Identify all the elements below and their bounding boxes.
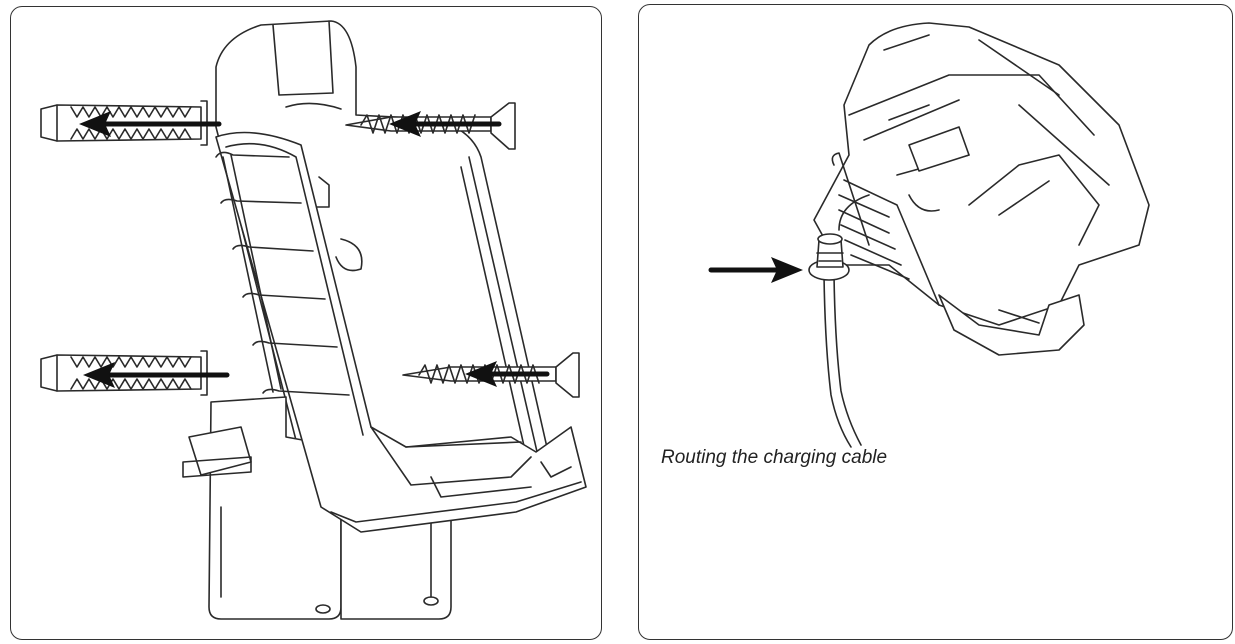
screw-bottom xyxy=(402,352,580,398)
wall-mounting-figure xyxy=(10,6,602,640)
arrow-cable-grommet xyxy=(708,257,803,283)
arrow-plug-bottom xyxy=(83,362,230,388)
holder-cradle-rails xyxy=(831,152,1085,356)
cable-routing-figure: Routing the charging cable xyxy=(638,4,1233,640)
charging-cable xyxy=(823,274,862,448)
arrow-screw-top xyxy=(389,111,502,137)
holder-ladder-bars xyxy=(215,151,363,396)
holder-cradle xyxy=(215,131,587,533)
cable-grommet xyxy=(808,194,870,281)
wall-mounting-illustration xyxy=(40,20,587,620)
holder-body xyxy=(813,22,1150,326)
arrow-plug-top xyxy=(79,111,222,137)
arrow-screw-bottom xyxy=(465,361,550,387)
cable-routing-illustration xyxy=(708,22,1150,448)
figure-caption: Routing the charging cable xyxy=(661,447,888,468)
